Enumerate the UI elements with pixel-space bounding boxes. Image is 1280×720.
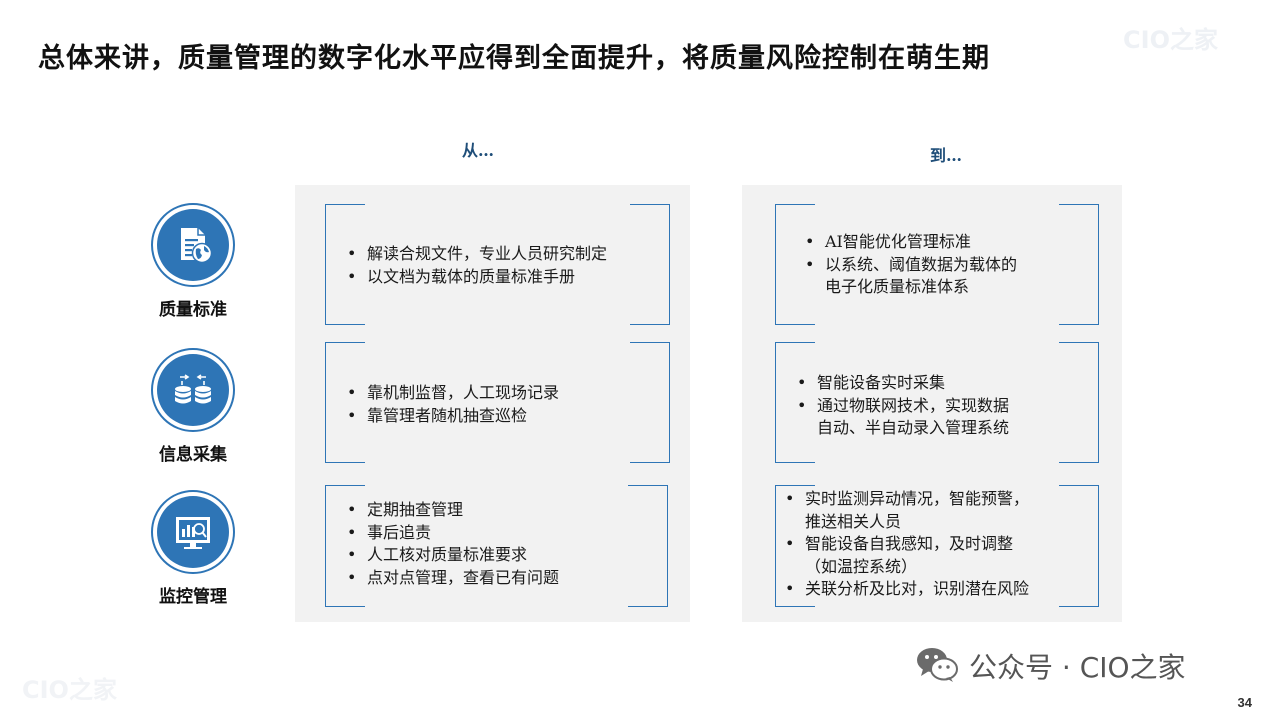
list-item: 人工核对质量标准要求 <box>347 544 654 567</box>
to-list: 智能设备实时采集 通过物联网技术，实现数据 自动、半自动录入管理系统 <box>797 372 1085 440</box>
column-header-to: 到… <box>930 146 963 165</box>
from-list: 靠机制监督，人工现场记录 靠管理者随机抽查巡检 <box>347 382 656 427</box>
bracket-left <box>325 342 365 463</box>
bracket-left <box>325 485 365 607</box>
to-box-info-collection: 智能设备实时采集 通过物联网技术，实现数据 自动、半自动录入管理系统 <box>775 342 1099 463</box>
wechat-account-label: 公众号 · CIO之家 <box>969 651 1186 684</box>
bracket-left <box>325 204 365 325</box>
list-item: 靠机制监督，人工现场记录 <box>347 382 656 405</box>
from-box-monitor-management: 定期抽查管理 事后追责 人工核对质量标准要求 点对点管理，查看已有问题 <box>325 485 668 607</box>
database-sync-icon <box>157 354 229 426</box>
bracket-right <box>630 204 670 325</box>
category-label: 质量标准 <box>159 300 227 320</box>
list-item: 点对点管理，查看已有问题 <box>347 567 654 590</box>
category-label: 信息采集 <box>159 445 227 465</box>
bracket-right <box>1059 485 1099 607</box>
page-number: 34 <box>1237 695 1252 710</box>
list-item: 智能设备实时采集 <box>797 372 1085 395</box>
bracket-left <box>775 204 815 325</box>
bracket-right <box>1059 342 1099 463</box>
wechat-watermark: 公众号 · CIO之家 <box>915 645 1186 687</box>
bracket-right <box>628 485 668 607</box>
to-list: AI智能优化管理标准 以系统、阈值数据为载体的 电子化质量标准体系 <box>805 231 1085 299</box>
monitor-chart-icon <box>157 496 229 568</box>
info-collection-icon-ring <box>151 348 235 432</box>
to-box-quality-standard: AI智能优化管理标准 以系统、阈值数据为载体的 电子化质量标准体系 <box>775 204 1099 325</box>
bracket-right <box>630 342 670 463</box>
category-monitor-management: 监控管理 <box>143 490 243 607</box>
monitor-management-icon-ring <box>151 490 235 574</box>
document-globe-icon <box>157 209 229 281</box>
category-quality-standard: 质量标准 <box>143 203 243 320</box>
list-item: 以系统、阈值数据为载体的 电子化质量标准体系 <box>805 254 1085 299</box>
bracket-left <box>775 342 815 463</box>
category-info-collection: 信息采集 <box>143 348 243 465</box>
list-item: 事后追责 <box>347 522 654 545</box>
list-item: 实时监测异动情况，智能预警， 推送相关人员 <box>785 488 1085 533</box>
category-label: 监控管理 <box>159 587 227 607</box>
from-list: 解读合规文件，专业人员研究制定 以文档为载体的质量标准手册 <box>347 243 656 288</box>
list-item: 智能设备自我感知，及时调整 （如温控系统） <box>785 533 1085 578</box>
list-item: 解读合规文件，专业人员研究制定 <box>347 243 656 266</box>
slide-title: 总体来讲，质量管理的数字化水平应得到全面提升，将质量风险控制在萌生期 <box>38 43 990 74</box>
wechat-icon <box>915 645 959 687</box>
from-box-quality-standard: 解读合规文件，专业人员研究制定 以文档为载体的质量标准手册 <box>325 204 670 325</box>
list-item: 以文档为载体的质量标准手册 <box>347 266 656 289</box>
to-list: 实时监测异动情况，智能预警， 推送相关人员 智能设备自我感知，及时调整 （如温控… <box>785 488 1085 601</box>
to-box-monitor-management: 实时监测异动情况，智能预警， 推送相关人员 智能设备自我感知，及时调整 （如温控… <box>775 485 1099 607</box>
watermark-top: CIO之家 <box>1123 26 1218 54</box>
list-item: 定期抽查管理 <box>347 499 654 522</box>
list-item: 通过物联网技术，实现数据 自动、半自动录入管理系统 <box>797 395 1085 440</box>
watermark-bottom: CIO之家 <box>22 676 117 704</box>
from-box-info-collection: 靠机制监督，人工现场记录 靠管理者随机抽查巡检 <box>325 342 670 463</box>
column-header-from: 从… <box>462 141 495 160</box>
list-item: AI智能优化管理标准 <box>805 231 1085 254</box>
from-list: 定期抽查管理 事后追责 人工核对质量标准要求 点对点管理，查看已有问题 <box>347 499 654 589</box>
list-item: 靠管理者随机抽查巡检 <box>347 405 656 428</box>
quality-standard-icon-ring <box>151 203 235 287</box>
list-item: 关联分析及比对，识别潜在风险 <box>785 578 1085 601</box>
bracket-left <box>775 485 815 607</box>
bracket-right <box>1059 204 1099 325</box>
